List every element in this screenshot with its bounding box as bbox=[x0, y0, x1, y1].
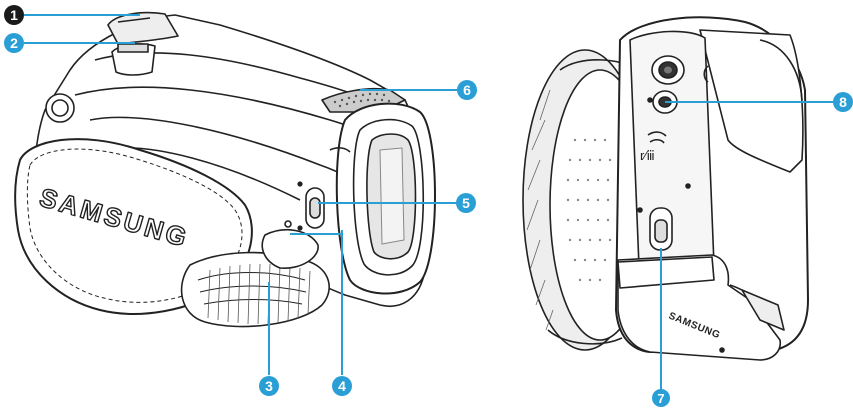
svg-text:3: 3 bbox=[265, 378, 273, 394]
svg-text:1: 1 bbox=[10, 7, 18, 23]
callout-3: 3 bbox=[259, 376, 279, 396]
svg-text:8: 8 bbox=[839, 94, 847, 110]
svg-text:4: 4 bbox=[338, 378, 346, 394]
hand-strap bbox=[14, 138, 330, 328]
battery-pack bbox=[617, 254, 785, 361]
callout-4: 4 bbox=[332, 376, 352, 396]
callout-8: 8 bbox=[833, 92, 853, 112]
battery-release-switch bbox=[649, 207, 673, 251]
svg-text:7: 7 bbox=[657, 391, 664, 406]
record-switch bbox=[297, 181, 325, 231]
svg-text:6: 6 bbox=[463, 82, 471, 98]
callout-7: 7 bbox=[652, 389, 670, 407]
callout-6: 6 bbox=[457, 80, 477, 100]
svg-text:2: 2 bbox=[10, 35, 18, 51]
callout-2: 2 bbox=[4, 33, 24, 53]
callout-5: 5 bbox=[456, 193, 476, 213]
camcorder-front-view: SAMSUNG bbox=[14, 11, 436, 328]
camcorder-bottom-view: r⁄ⅲ SAMSUNG bbox=[522, 16, 809, 361]
lens-housing bbox=[329, 102, 436, 295]
svg-text:5: 5 bbox=[462, 195, 470, 211]
svg-text:r⁄ⅲ: r⁄ⅲ bbox=[640, 148, 655, 163]
callouts: 1 2 3 4 5 6 7 8 bbox=[4, 5, 853, 407]
leader-lines bbox=[24, 14, 834, 394]
callout-1: 1 bbox=[4, 5, 24, 25]
